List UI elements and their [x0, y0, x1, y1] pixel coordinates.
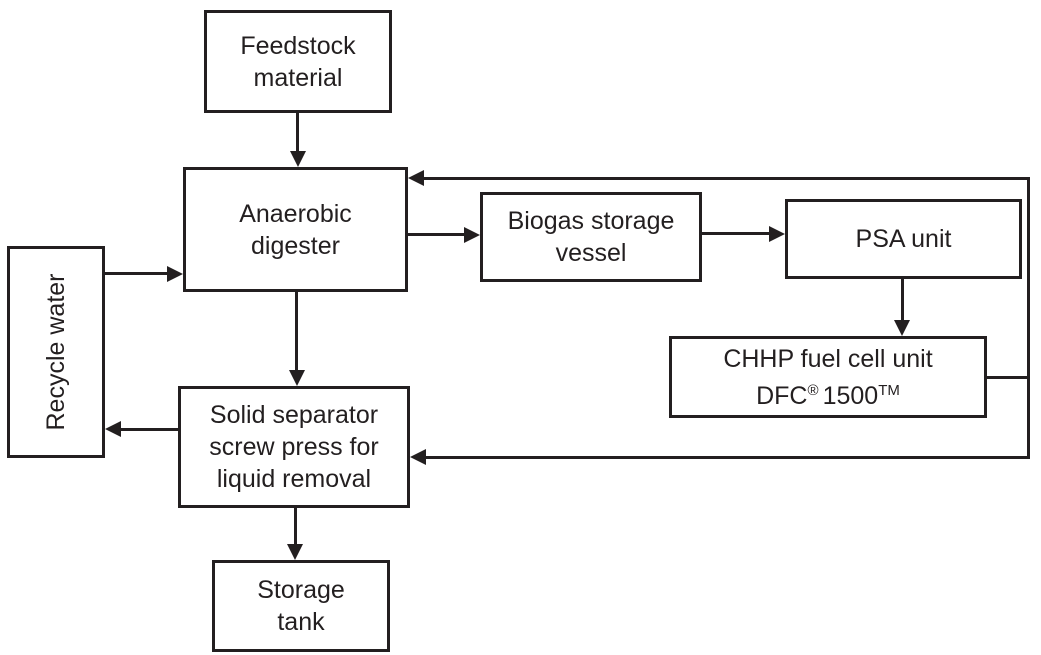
node-feedstock-material: Feedstock material [204, 10, 392, 113]
edge-digester-to-biogas [408, 233, 465, 236]
chhp-model-number: 1500 [822, 381, 879, 410]
chhp-label-line1: CHHP fuel cell unit [723, 344, 933, 373]
arrowhead-separator-to-recycle [105, 421, 121, 437]
node-psa-unit-label: PSA unit [855, 225, 952, 253]
arrowhead-recycle-to-digester [167, 266, 183, 282]
node-biogas-storage-vessel: Biogas storage vessel [480, 192, 702, 282]
node-storage-tank-label: Storage tank [257, 576, 345, 636]
edge-psa-to-chhp [901, 279, 904, 321]
node-recycle-water-label: Recycle water [42, 273, 70, 431]
node-anaerobic-digester-label: Anaerobic digester [239, 199, 352, 260]
chhp-label-line2: DFC®1500TM [723, 375, 932, 412]
node-chhp-fuel-cell-unit: CHHP fuel cell unit DFC®1500TM [669, 336, 987, 418]
arrowhead-digester-to-biogas [464, 227, 480, 243]
edge-digester-to-separator [295, 292, 298, 370]
edge-return-to-digester [424, 177, 1030, 180]
trademark-symbol: TM [878, 381, 900, 399]
edge-separator-to-tank [294, 508, 297, 545]
node-storage-tank: Storage tank [212, 560, 390, 652]
node-recycle-water: Recycle water [7, 246, 105, 458]
arrowhead-psa-to-chhp [894, 320, 910, 336]
arrowhead-return-to-digester [408, 170, 424, 186]
arrowhead-digester-to-separator [289, 370, 305, 386]
chhp-dfc-text: DFC [756, 381, 808, 410]
node-psa-unit: PSA unit [785, 199, 1022, 279]
arrowhead-biogas-to-psa [769, 226, 785, 242]
node-solid-separator: Solid separator screw press for liquid r… [178, 386, 410, 508]
node-biogas-storage-vessel-label: Biogas storage vessel [507, 207, 675, 267]
node-anaerobic-digester: Anaerobic digester [183, 167, 408, 292]
edge-return-to-separator [426, 456, 1030, 459]
node-feedstock-material-label: Feedstock material [240, 31, 356, 92]
arrowhead-return-to-separator [410, 449, 426, 465]
node-solid-separator-label: Solid separator screw press for liquid r… [209, 401, 379, 493]
edge-chhp-to-return-line [987, 376, 1030, 379]
edge-biogas-to-psa [702, 232, 770, 235]
edge-recycle-to-digester [105, 272, 169, 275]
arrowhead-separator-to-tank [287, 544, 303, 560]
edge-return-line-vertical [1027, 177, 1030, 459]
edge-separator-to-recycle [121, 428, 178, 431]
node-chhp-fuel-cell-unit-label: CHHP fuel cell unit DFC®1500TM [723, 343, 932, 412]
registered-trademark-symbol: ® [807, 381, 819, 399]
edge-feedstock-to-digester [296, 113, 299, 152]
arrowhead-feedstock-to-digester [290, 151, 306, 167]
